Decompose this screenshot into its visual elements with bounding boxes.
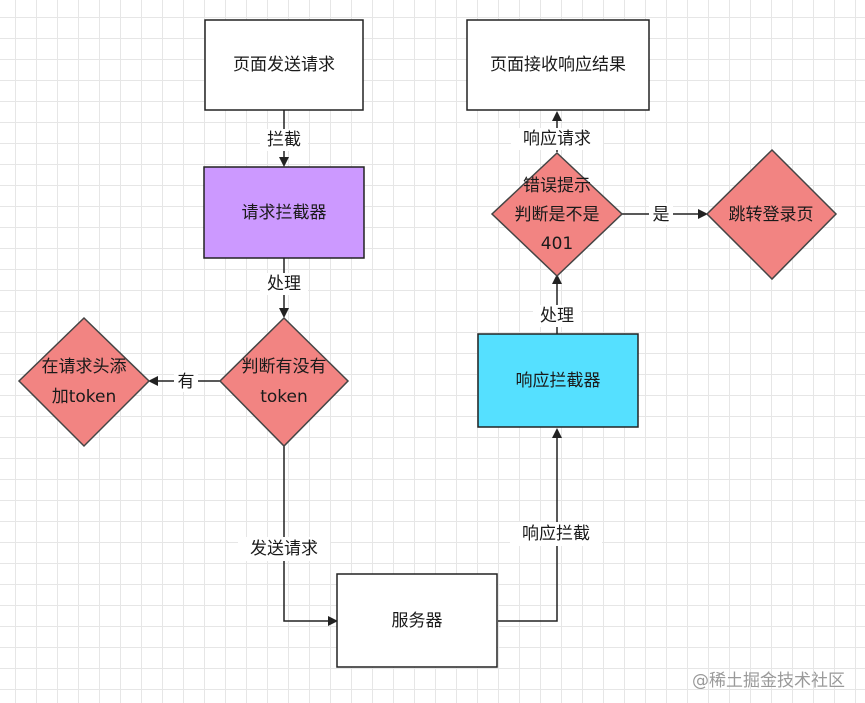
node-page-send-label: 页面发送请求 bbox=[233, 55, 335, 75]
edge-label-has-token: 有 bbox=[178, 372, 195, 392]
node-add-token: 在请求头添 加token bbox=[17, 316, 151, 448]
watermark: @稀土掘金技术社区 bbox=[692, 671, 845, 691]
edge-label-intercept: 拦截 bbox=[267, 130, 301, 150]
node-request-interceptor-shape bbox=[203, 166, 365, 259]
edge-send-to-request-interceptor: 拦截 bbox=[260, 110, 308, 167]
node-server: 服务器 bbox=[336, 573, 498, 668]
edge-label-process-request: 处理 bbox=[267, 274, 301, 294]
node-add-token-shape bbox=[17, 316, 151, 448]
edge-label-response-request: 响应请求 bbox=[523, 129, 591, 149]
node-response-interceptor-shape bbox=[477, 333, 639, 428]
node-check-token-shape bbox=[218, 316, 350, 448]
edge-label-is-401: 是 bbox=[653, 205, 670, 225]
edge-label-process-response: 处理 bbox=[540, 306, 574, 326]
edge-server-to-response-interceptor: 响应拦截 bbox=[498, 428, 602, 622]
node-server-label: 服务器 bbox=[392, 611, 443, 631]
node-check-token-line-2: token bbox=[260, 387, 308, 407]
edge-check-token-to-add-token: 有 bbox=[148, 370, 220, 392]
node-check-401-shape bbox=[490, 151, 624, 278]
edge-check-token-to-server: 发送请求 bbox=[238, 446, 338, 626]
edge-label-response-intercept: 响应拦截 bbox=[522, 524, 590, 544]
edge-response-interceptor-to-check-401: 处理 bbox=[533, 274, 581, 334]
node-check-401-line-3: 401 bbox=[541, 234, 573, 254]
node-add-token-line-1: 在请求头添 bbox=[42, 357, 127, 377]
node-check-token-line-1: 判断有没有 bbox=[242, 357, 327, 377]
node-redirect-login: 跳转登录页 bbox=[705, 148, 838, 281]
node-check-401-line-1: 错误提示 bbox=[523, 176, 591, 196]
node-request-interceptor-label: 请求拦截器 bbox=[242, 203, 327, 223]
node-check-401: 错误提示 判断是不是 401 bbox=[490, 151, 624, 278]
node-add-token-line-2: 加token bbox=[52, 387, 117, 407]
node-check-401-line-2: 判断是不是 bbox=[515, 205, 600, 225]
node-redirect-login-label: 跳转登录页 bbox=[729, 205, 814, 225]
edge-request-interceptor-to-check-token: 处理 bbox=[260, 258, 308, 318]
node-response-interceptor-label: 响应拦截器 bbox=[516, 371, 601, 391]
node-page-send: 页面发送请求 bbox=[204, 19, 364, 111]
edge-check-401-to-page-receive: 响应请求 bbox=[511, 111, 603, 152]
node-check-token: 判断有没有 token bbox=[218, 316, 350, 448]
node-request-interceptor: 请求拦截器 bbox=[203, 166, 365, 259]
edge-check-401-to-redirect-login: 是 bbox=[622, 203, 708, 225]
node-page-receive-label: 页面接收响应结果 bbox=[490, 55, 626, 75]
node-redirect-login-shape bbox=[705, 148, 838, 281]
edge-label-send-request: 发送请求 bbox=[250, 539, 318, 559]
node-page-receive: 页面接收响应结果 bbox=[466, 19, 650, 111]
node-response-interceptor: 响应拦截器 bbox=[477, 333, 639, 428]
